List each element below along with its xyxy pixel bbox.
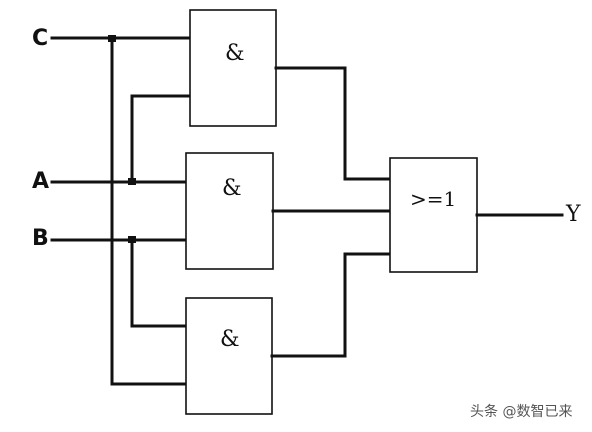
wire-b-branch [130,238,188,328]
output-label-y: Y [565,202,581,227]
or-gate [389,157,478,273]
wire-c-bus [110,36,188,386]
input-label-a: A [32,169,49,194]
wire-and3-out [270,252,392,358]
junction-b [128,236,136,243]
junction-c [108,35,116,42]
and-gate-2-label: & [222,176,242,201]
and-gate-3-label: & [220,327,240,352]
and-gate-2 [185,152,274,270]
and-gate-1-label: & [225,41,245,66]
wire-a-branch [130,94,192,184]
junction-a [128,178,136,185]
or-gate-label: >=1 [410,187,456,211]
wire-and1-out [274,66,392,181]
input-label-c: C [32,26,48,51]
input-label-b: B [32,226,49,251]
and-gate-1 [189,9,277,127]
and-gate-3 [185,297,273,415]
watermark-text: 头条 @数智已来 [470,403,572,420]
